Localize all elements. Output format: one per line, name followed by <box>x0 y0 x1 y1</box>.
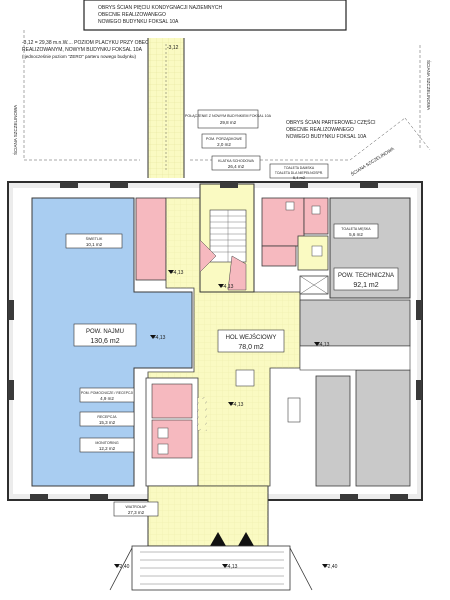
top-note-line-1: OBRYS ŚCIAN PIĘCIU KONDYGNACJI NAZIEMNYC… <box>98 3 222 11</box>
najmu-name: POW. NAJMU <box>86 329 124 335</box>
label-najmu: POW. NAJMU 130,6 m2 <box>73 323 137 347</box>
entry-arrow-right <box>238 532 254 546</box>
reception-block <box>145 377 207 487</box>
swietlik-name: ŚWIETLIK <box>86 236 103 241</box>
staircase <box>199 183 255 293</box>
wall-pillars <box>8 182 422 500</box>
level-bottom-right: -2,40 <box>326 564 338 570</box>
label-hol: HOL WEJŚCIOWY 78,0 m2 <box>217 329 285 353</box>
level-najmu: -4,13 <box>154 335 166 341</box>
right-outline-note: OBRYS ŚCIAN PARTEROWEJ CZĘŚCI OBECNIE RE… <box>286 118 375 140</box>
monitoring-area: 12,2 m2 <box>99 446 116 451</box>
label-monitoring: MONITORING 12,2 m2 <box>79 437 135 453</box>
hol-area: 78,0 m2 <box>238 344 263 351</box>
level-top-ramp: -3,12 <box>167 45 179 51</box>
toaleta-meska-name: TOALETA MĘSKA <box>341 227 371 231</box>
recepcja-name: RECEPCJA <box>97 415 117 419</box>
label-techniczna: POW. TECHNICZNA 92,1 m2 <box>333 267 399 291</box>
pom-pomocnicze-area: 4,9 m2 <box>100 396 114 401</box>
wall-label-right: ŚCIANA SZCZELINOWA <box>426 60 433 110</box>
entry-arrow-left <box>210 532 226 546</box>
level-centre: -4,13 <box>222 284 234 290</box>
label-toaleta-damska: TOALETA DAMSKA TOALETA DLA NIEPEŁNOSPR. … <box>269 163 329 180</box>
right-note-line-3: NOWEGO BUDYNKU FOKSAL 10A <box>286 134 367 140</box>
room-wiatrolap <box>147 485 269 547</box>
label-toaleta-meska: TOALETA MĘSKA 5,6 m2 <box>333 223 379 239</box>
level-bottom-left: -2,40 <box>118 564 130 570</box>
klatka-area: 26,4 m2 <box>228 164 245 169</box>
swietlik-area: 10,1 m2 <box>86 242 103 247</box>
elevation-note: -3,12 = 29,38 m.n.W.... POZIOM PLACYKU P… <box>22 40 158 59</box>
toilets-block <box>261 197 329 295</box>
top-outline-note: OBRYS ŚCIAN PIĘCIU KONDYGNACJI NAZIEMNYC… <box>83 0 347 31</box>
hall-counter <box>287 397 301 423</box>
monitoring-name: MONITORING <box>95 441 118 445</box>
level-bottom: -4,13 <box>226 564 238 570</box>
right-note-line-2: OBECNIE REALIZOWANEGO <box>286 127 354 133</box>
wiatrolap-name: WIATROŁAP <box>126 505 148 509</box>
label-pom-porzadkowe: POM. PORZĄDKOWE 2,0 m2 <box>201 133 247 149</box>
label-recepcja: RECEPCJA 15,3 m2 <box>79 411 135 427</box>
klatka-name: KLATKA SCHODOWA <box>218 159 254 163</box>
level-right: -4,13 <box>318 342 330 348</box>
pink-left-upper <box>135 197 167 281</box>
hall-column <box>235 369 255 387</box>
hol-name: HOL WEJŚCIOWY <box>226 333 277 341</box>
level-left: -4,13 <box>172 270 184 276</box>
toaleta-meska-area: 5,6 m2 <box>349 232 363 237</box>
elevation-line-1: -3,12 = 29,38 m.n.W.... POZIOM PLACYKU P… <box>22 40 158 46</box>
wall-label-left: ŚCIANA SZCZELINOWA <box>11 105 18 155</box>
top-note-line-3: NOWEGO BUDYNKU FOKSAL 10A <box>98 19 179 25</box>
front-steps <box>109 545 313 591</box>
entry-ramp: -3,12 <box>147 38 185 178</box>
wiatrolap-area: 27,3 m2 <box>128 510 145 515</box>
najmu-area: 130,6 m2 <box>90 338 119 345</box>
toaleta-niepelnospr-name: TOALETA DLA NIEPEŁNOSPR. <box>275 171 323 175</box>
label-swietlik: ŚWIETLIK 10,1 m2 <box>65 233 123 249</box>
recepcja-area: 15,3 m2 <box>99 420 116 425</box>
polaczenie-area: 29,8 m2 <box>220 120 237 125</box>
right-note-line-1: OBRYS ŚCIAN PARTEROWEJ CZĘŚCI <box>286 118 375 126</box>
top-note-line-2: OBECNIE REALIZOWANEGO <box>98 12 166 18</box>
pom-pomocnicze-name: POM. POMOCNICZE / RECEPCJI <box>81 391 133 395</box>
techniczna-area: 92,1 m2 <box>353 282 378 289</box>
label-klatka: KLATKA SCHODOWA 26,4 m2 <box>211 155 261 171</box>
label-wiatrolap: WIATROŁAP 27,3 m2 <box>113 501 159 517</box>
elevation-line-3: ( jednocześnie poziom "ZERO" parteru now… <box>22 54 137 59</box>
level-markers: -4,13 -4,13 -4,13 -4,13 -4,13 -4,13 -2,4… <box>114 270 338 570</box>
label-pom-pomocnicze: POM. POMOCNICZE / RECEPCJI 4,9 m2 <box>79 387 135 403</box>
level-lower: -4,13 <box>232 402 244 408</box>
toaleta-niepelnospr-area: 5,4 m2 <box>293 175 306 180</box>
pom-porzadkowe-area: 2,0 m2 <box>217 142 231 147</box>
techniczna-name: POW. TECHNICZNA <box>338 273 394 279</box>
elevation-line-2: REALIZOWANYM, NOWYM BUDYNKU FOKSAL 10A <box>22 47 143 53</box>
polaczenie-name: POŁĄCZENIE Z NOWYM BUDYNKIEM FOKSAL 10A <box>185 114 272 118</box>
label-polaczenie: POŁĄCZENIE Z NOWYM BUDYNKIEM FOKSAL 10A … <box>185 109 272 129</box>
wall-label-diagonal: ŚCIANA SZCZELINOWA <box>349 144 395 176</box>
pom-porzadkowe-name: POM. PORZĄDKOWE <box>206 137 243 141</box>
toaleta-damska-name: TOALETA DAMSKA <box>284 166 315 170</box>
